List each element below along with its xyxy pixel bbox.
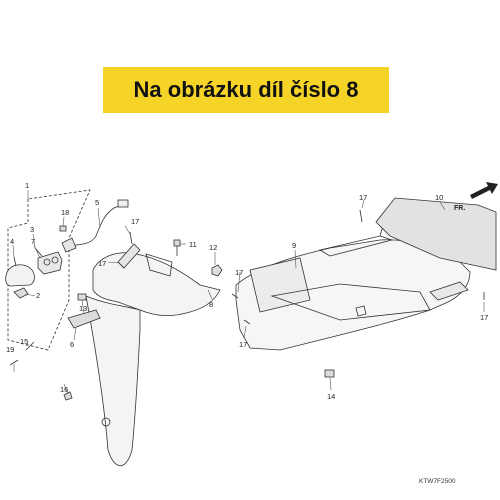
part-label-10: 10	[435, 193, 443, 202]
part-label-6: 6	[70, 340, 74, 349]
clip-13	[77, 293, 87, 301]
part-label-3: 3	[30, 225, 34, 234]
front-arrow-icon	[470, 182, 498, 199]
tail-light-lens	[5, 256, 35, 287]
front-marker: FR.	[454, 205, 465, 212]
part-label-12: 12	[209, 243, 217, 252]
part-label-5: 5	[95, 198, 99, 207]
figure-code: KTW7F2500	[419, 478, 456, 485]
part-label-2: 2	[36, 291, 40, 300]
bolt-17-b	[117, 261, 125, 269]
clip-16	[63, 391, 73, 401]
screw-18	[59, 225, 67, 232]
part-label-17d: 17	[239, 340, 247, 349]
part-label-8: 8	[209, 300, 213, 309]
license-bracket	[67, 309, 101, 329]
bolt-19	[9, 359, 19, 366]
banner-text: Na obrázku díl číslo 8	[133, 77, 359, 102]
part-label-13: 13	[79, 304, 87, 313]
inner-fender	[235, 220, 471, 351]
part-banner: Na obrázku díl číslo 8	[103, 67, 389, 113]
part-label-18: 18	[61, 208, 69, 217]
part-label-7: 7	[31, 237, 35, 246]
bolt-17-c	[231, 293, 239, 299]
bolt-11	[173, 239, 181, 256]
part-label-15: 15	[20, 337, 28, 346]
lamp-socket	[34, 247, 63, 275]
clip-14	[324, 369, 335, 378]
part-label-4: 4	[10, 237, 14, 246]
part-label-17f: 17	[480, 313, 488, 322]
part-label-17a: 17	[131, 217, 139, 226]
splash-guard	[375, 197, 497, 271]
part-label-1: 1	[25, 181, 29, 190]
bolt-15	[25, 341, 35, 351]
rear-fender	[85, 243, 221, 467]
reflector	[13, 287, 29, 299]
part-label-11: 11	[189, 240, 197, 249]
nut-12	[211, 264, 223, 277]
bolt-17-a	[129, 231, 133, 245]
bolt-17-e	[359, 209, 363, 223]
part-label-16: 16	[60, 385, 68, 394]
part-label-17b: 17	[98, 259, 106, 268]
part-label-17c: 17	[235, 268, 243, 277]
tail-light-frame	[7, 189, 91, 351]
part-label-17e: 17	[359, 193, 367, 202]
bolt-17-d	[243, 319, 251, 325]
part-label-19: 19	[6, 345, 14, 354]
part-label-14: 14	[327, 392, 335, 401]
wiring-harness	[61, 199, 129, 253]
part-label-9: 9	[292, 241, 296, 250]
